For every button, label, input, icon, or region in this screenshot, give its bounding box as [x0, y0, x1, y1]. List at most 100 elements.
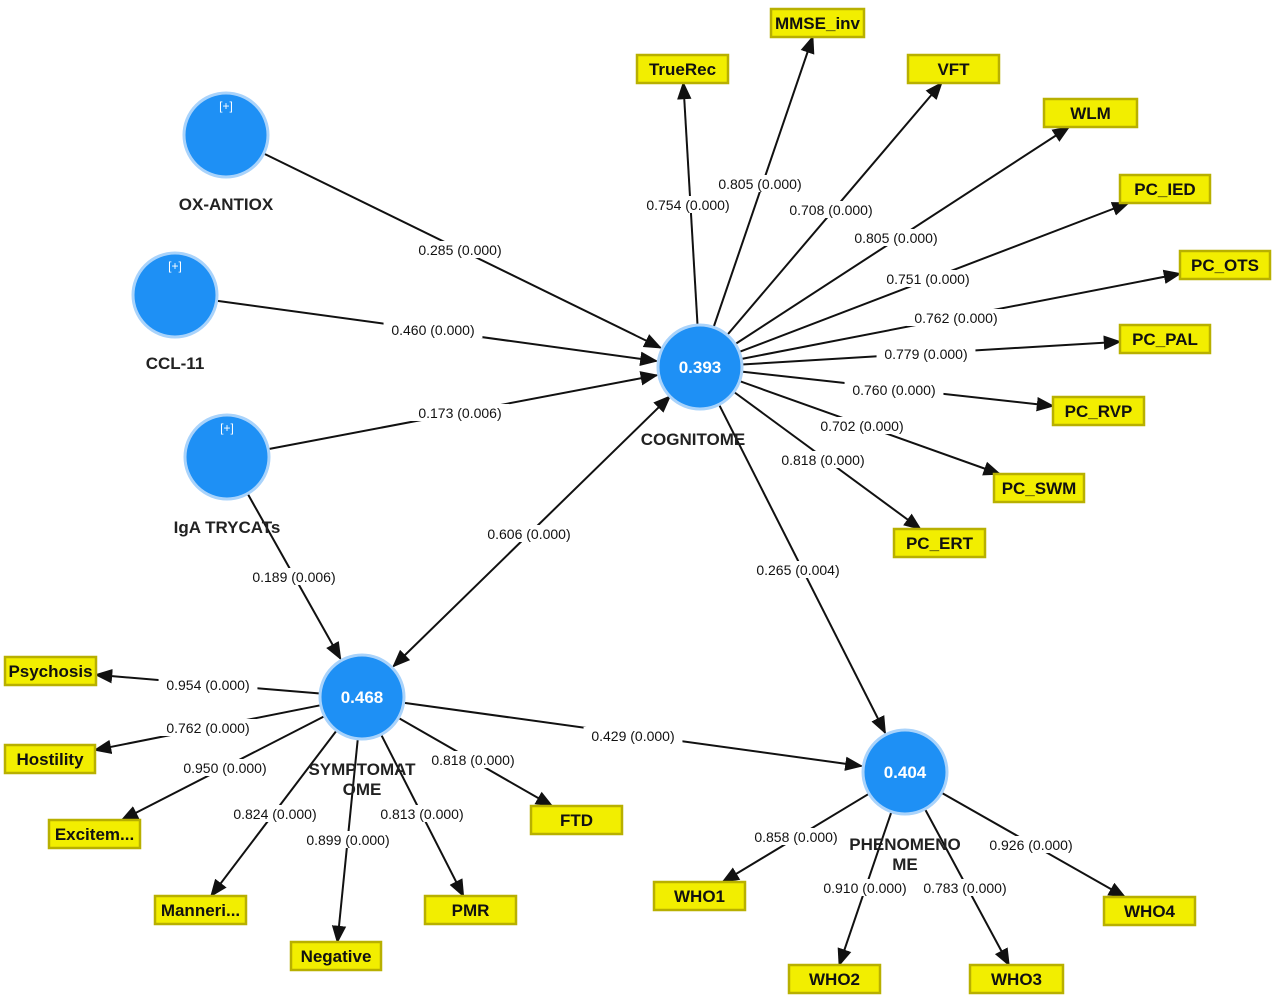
indicator-box-Hostility[interactable]: [3, 743, 97, 775]
loading-label-MMSE_inv-background: [710, 175, 810, 192]
indicator-Manneri[interactable]: Manneri...: [153, 894, 248, 926]
loading-label-FTD: 0.818 (0.000): [431, 752, 514, 768]
indicator-box-WHO2[interactable]: [787, 963, 882, 995]
loading-label-PC_RVP-background: [844, 381, 944, 398]
indicator-Excitem[interactable]: Excitem...: [47, 818, 142, 850]
indicator-MMSE_inv[interactable]: MMSE_inv: [769, 7, 866, 39]
loading-label-Hostility-background: [158, 719, 258, 736]
indicator-Psychosis[interactable]: Psychosis: [3, 655, 98, 687]
expand-icon-ccl[interactable]: [+]: [168, 259, 182, 273]
latent-circle-cog[interactable]: [656, 323, 744, 411]
loading-label-PMR: 0.813 (0.000): [380, 806, 463, 822]
indicator-PC_PAL[interactable]: PC_PAL: [1118, 323, 1212, 355]
loading-label-TrueRec-group: 0.754 (0.000): [638, 196, 738, 213]
indicator-VFT[interactable]: VFT: [906, 53, 1001, 85]
indicator-label-PC_ERT: PC_ERT: [906, 534, 974, 553]
latent-circle-ox[interactable]: [182, 91, 270, 179]
loading-label-PC_RVP: 0.760 (0.000): [852, 382, 935, 398]
indicator-box-FTD[interactable]: [529, 804, 624, 836]
loading-label-Psychosis: 0.954 (0.000): [166, 677, 249, 693]
indicator-label-WLM: WLM: [1070, 104, 1111, 123]
indicator-label-FTD: FTD: [560, 811, 593, 830]
expand-icon-ox[interactable]: [+]: [219, 99, 233, 113]
latent-circle-iga[interactable]: [183, 413, 271, 501]
indicator-label-Negative: Negative: [301, 947, 372, 966]
latent-circle-phe[interactable]: [861, 728, 949, 816]
loading-label-FTD-background: [423, 751, 523, 768]
indicator-FTD[interactable]: FTD: [529, 804, 624, 836]
path-coefficient-iga-sym: 0.189 (0.006): [252, 569, 335, 585]
indicator-box-Psychosis[interactable]: [3, 655, 98, 687]
loading-label-PC_IED-group: 0.751 (0.000): [878, 270, 978, 287]
indicator-WHO3[interactable]: WHO3: [968, 963, 1065, 995]
loading-label-Negative-group: 0.899 (0.000): [298, 831, 398, 848]
r-squared-value-cog: 0.393: [679, 358, 722, 377]
loading-label-PC_OTS-background: [906, 309, 1006, 326]
loading-label-VFT-background: [781, 201, 881, 218]
indicator-box-WHO4[interactable]: [1102, 895, 1197, 927]
loading-label-PC_SWM: 0.702 (0.000): [820, 418, 903, 434]
path-coefficient-cog-sym-background: [479, 525, 579, 542]
indicator-WHO4[interactable]: WHO4: [1102, 895, 1197, 927]
indicator-box-TrueRec[interactable]: [635, 53, 730, 85]
indicator-PC_OTS[interactable]: PC_OTS: [1178, 249, 1272, 281]
indicator-label-Excitem: Excitem...: [55, 825, 134, 844]
indicator-box-PC_PAL[interactable]: [1118, 323, 1212, 355]
indicator-box-PC_OTS[interactable]: [1178, 249, 1272, 281]
indicator-box-Manneri[interactable]: [153, 894, 248, 926]
path-coefficient-cog-phe-group: 0.265 (0.004): [748, 561, 848, 578]
loading-label-PMR-group: 0.813 (0.000): [372, 805, 472, 822]
indicator-box-Excitem[interactable]: [47, 818, 142, 850]
latent-node-ccl[interactable]: [+]CCL-11: [131, 251, 219, 373]
loading-label-PC_IED: 0.751 (0.000): [886, 271, 969, 287]
indicator-WHO2[interactable]: WHO2: [787, 963, 882, 995]
indicator-PMR[interactable]: PMR: [423, 894, 518, 926]
indicator-Hostility[interactable]: Hostility: [3, 743, 97, 775]
indicator-TrueRec[interactable]: TrueRec: [635, 53, 730, 85]
indicator-label-WHO3: WHO3: [991, 970, 1042, 989]
indicator-box-WLM[interactable]: [1042, 97, 1139, 129]
indicator-box-PC_ERT[interactable]: [892, 527, 987, 559]
loading-label-WHO2-group: 0.910 (0.000): [815, 879, 915, 896]
indicator-box-MMSE_inv[interactable]: [769, 7, 866, 39]
indicator-PC_RVP[interactable]: PC_RVP: [1051, 395, 1146, 427]
indicator-PC_ERT[interactable]: PC_ERT: [892, 527, 987, 559]
loading-label-Psychosis-group: 0.954 (0.000): [158, 676, 258, 693]
indicator-box-WHO3[interactable]: [968, 963, 1065, 995]
indicator-box-PMR[interactable]: [423, 894, 518, 926]
loading-label-TrueRec-background: [638, 196, 738, 213]
indicator-box-PC_SWM[interactable]: [992, 472, 1086, 504]
loading-label-VFT: 0.708 (0.000): [789, 202, 872, 218]
loading-label-Manneri: 0.824 (0.000): [233, 806, 316, 822]
indicator-WLM[interactable]: WLM: [1042, 97, 1139, 129]
indicator-WHO1[interactable]: WHO1: [652, 880, 747, 912]
indicator-box-Negative[interactable]: [289, 940, 383, 972]
loading-label-WLM: 0.805 (0.000): [854, 230, 937, 246]
indicator-PC_SWM[interactable]: PC_SWM: [992, 472, 1086, 504]
latent-node-ox[interactable]: [+]OX-ANTIOX: [179, 91, 274, 214]
indicator-label-Hostility: Hostility: [16, 750, 84, 769]
indicator-box-WHO1[interactable]: [652, 880, 747, 912]
loading-label-PC_SWM-group: 0.702 (0.000): [812, 417, 912, 434]
indicator-label-PC_SWM: PC_SWM: [1002, 479, 1077, 498]
latent-node-iga[interactable]: [+]IgA TRYCATs: [174, 413, 281, 537]
indicator-PC_IED[interactable]: PC_IED: [1118, 173, 1212, 205]
loading-label-PC_PAL: 0.779 (0.000): [884, 346, 967, 362]
indicator-Negative[interactable]: Negative: [289, 940, 383, 972]
loading-label-WLM-group: 0.805 (0.000): [846, 229, 946, 246]
indicator-label-PC_IED: PC_IED: [1134, 180, 1195, 199]
latent-circle-sym[interactable]: [318, 653, 406, 741]
expand-icon-iga[interactable]: [+]: [220, 421, 234, 435]
indicator-box-PC_IED[interactable]: [1118, 173, 1212, 205]
indicator-box-VFT[interactable]: [906, 53, 1001, 85]
path-coefficient-cog-phe: 0.265 (0.004): [756, 562, 839, 578]
loading-label-Excitem-background: [175, 759, 275, 776]
loading-label-WHO2: 0.910 (0.000): [823, 880, 906, 896]
indicator-box-PC_RVP[interactable]: [1051, 395, 1146, 427]
loading-label-MMSE_inv-group: 0.805 (0.000): [710, 175, 810, 192]
latent-circle-ccl[interactable]: [131, 251, 219, 339]
